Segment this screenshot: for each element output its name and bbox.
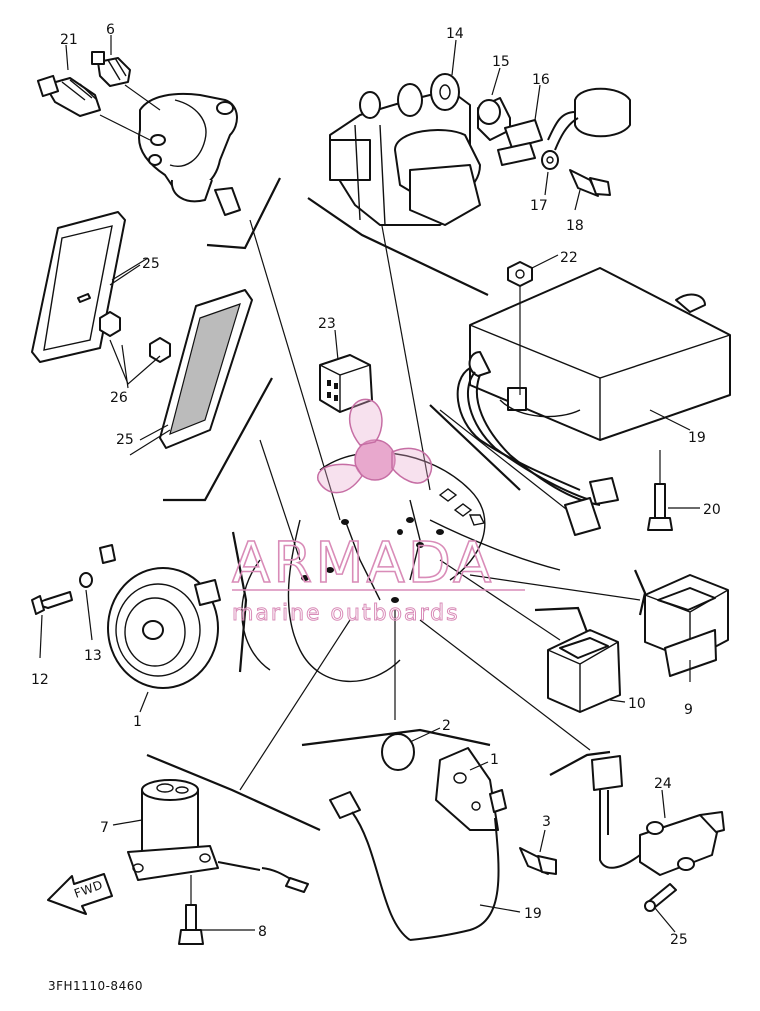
part-25-reflector-lower (159, 289, 253, 449)
part-16-collar (497, 119, 543, 166)
part-5-solenoid (127, 779, 309, 893)
part-14-motor-assembly (329, 73, 481, 226)
part-6-bolt (178, 875, 204, 945)
callout-14: 14 (446, 26, 464, 42)
callout-17: 17 (530, 198, 548, 214)
part-23-switch (591, 755, 725, 876)
callout-19: 19 (688, 430, 706, 446)
callout-16: 16 (532, 72, 550, 88)
callout-22: 23 (318, 316, 336, 332)
part-25-reflector-upper (31, 211, 126, 363)
part-18-bolt (569, 169, 611, 197)
callout-15: 15 (492, 54, 510, 70)
part-10-relay (547, 629, 621, 713)
watermark-logo-icon (317, 398, 433, 494)
callout-11: 1 (133, 714, 142, 730)
callout-4: 6 (106, 22, 115, 38)
callout-9: 9 (684, 702, 693, 718)
watermark: ARMADA marine outboards (231, 398, 525, 627)
callout-25-lower: 25 (116, 432, 134, 448)
callout-6: 8 (258, 924, 267, 940)
part-13-washer (79, 572, 93, 588)
part-26-nuts (99, 311, 171, 363)
callout-24: 25 (670, 932, 688, 948)
part-3-bolt (519, 847, 557, 875)
callout-10: 10 (628, 696, 646, 712)
part-24-screw (644, 883, 677, 912)
callout-18: 18 (566, 218, 584, 234)
callout-5: 7 (100, 820, 109, 836)
fwd-arrow: FWD (47, 873, 113, 915)
part-1-sensor-plate (435, 747, 507, 831)
callout-23: 24 (654, 776, 672, 792)
part-12-bolt (31, 591, 73, 615)
callout-8: 19 (524, 906, 542, 922)
callout-13: 13 (84, 648, 102, 664)
part-4-plug-sensor (91, 51, 131, 87)
part-9-relay (644, 574, 729, 677)
group-lead-lines (239, 214, 641, 791)
part-2-o-ring (381, 733, 415, 771)
part-19-control-unit (468, 267, 731, 441)
ecu-harness (456, 367, 619, 536)
callout-12: 12 (31, 672, 49, 688)
watermark-tagline: marine outboards (232, 601, 460, 626)
callout-2: 2 (442, 718, 451, 734)
part-21-nut (507, 261, 533, 287)
part-11-horn (99, 544, 221, 689)
callout-21: 22 (560, 250, 578, 266)
motor-connector (547, 87, 631, 151)
callout-20: 20 (703, 502, 721, 518)
callout-1: 1 (490, 752, 499, 768)
part-17-washer (541, 150, 559, 170)
callout-7: 21 (60, 32, 78, 48)
watermark-brand: ARMADA (232, 531, 494, 596)
callout-leader-lines (39, 35, 700, 933)
figure-reference: 3FH1110-8460 (48, 979, 143, 993)
callout-numbers: 21 6 14 15 16 17 18 22 25 23 26 19 25 20… (31, 22, 721, 948)
switch-housing-assembly (138, 92, 241, 216)
part-7-plug-sensor (36, 74, 101, 117)
part-15-bushing (477, 97, 511, 141)
part-8-lead-wire (329, 791, 500, 941)
callout-25-upper: 25 (142, 256, 160, 272)
part-20-bolt (647, 450, 673, 531)
callout-3: 3 (542, 814, 551, 830)
callout-26: 26 (110, 390, 128, 406)
group-brackets (146, 177, 647, 832)
